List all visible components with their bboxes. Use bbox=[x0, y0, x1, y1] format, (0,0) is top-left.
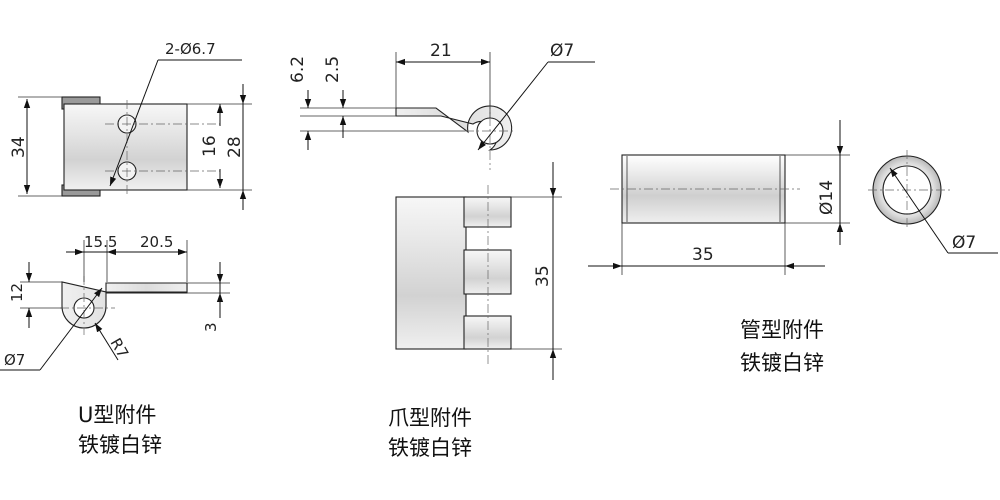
claw-part-front-view bbox=[395, 185, 512, 365]
u-part-front-view bbox=[61, 96, 220, 197]
claw-part-knuckle-middle bbox=[463, 249, 512, 295]
u-part-dim-bore: Ø7 bbox=[4, 351, 25, 369]
claw-part-knuckle-bottom bbox=[463, 315, 512, 350]
claw-part-plate bbox=[395, 196, 467, 350]
claw-part-dim-a: 6.2 bbox=[288, 56, 308, 83]
u-part-side-view bbox=[60, 276, 188, 335]
u-part-dim-hole-spacing: 16 bbox=[200, 135, 220, 157]
claw-part-dim-b: 2.5 bbox=[323, 56, 343, 83]
tube-part-dim-bore: Ø7 bbox=[952, 233, 976, 253]
tube-part-dim-diameter: Ø14 bbox=[817, 180, 837, 215]
tube-part-dim-length: 35 bbox=[692, 245, 714, 265]
tube-part-side-dimensions: Ø14 35 bbox=[588, 120, 850, 275]
tube-part-end-view: Ø7 bbox=[868, 150, 998, 254]
claw-part-caption-line1: 爪型附件 bbox=[388, 406, 472, 430]
u-part-caption-line1: U型附件 bbox=[78, 403, 156, 427]
u-part-dim-height: 34 bbox=[9, 136, 29, 158]
u-part-dim-leg: 20.5 bbox=[140, 233, 173, 251]
claw-part-profile-view bbox=[395, 100, 515, 170]
claw-part-dim-length: 21 bbox=[430, 41, 452, 61]
claw-part-profile-dimensions: 6.2 2.5 21 Ø7 bbox=[288, 41, 595, 151]
u-part-dim-thickness: 3 bbox=[202, 322, 220, 332]
claw-part-dim-bore: Ø7 bbox=[550, 41, 574, 61]
u-part-hole-note: 2-Ø6.7 bbox=[165, 40, 216, 58]
u-part-dim-offset: 15.5 bbox=[84, 233, 117, 251]
claw-part-knuckle-top bbox=[463, 196, 512, 228]
u-part-dim-total: 28 bbox=[225, 136, 245, 158]
u-part-caption-line2: 铁镀白锌 bbox=[78, 433, 162, 457]
tube-part-caption-line1: 管型附件 bbox=[740, 318, 824, 342]
tube-part-caption-line2: 铁镀白锌 bbox=[740, 351, 824, 375]
u-part-dim-radius: R7 bbox=[107, 335, 133, 361]
u-part-side-dimensions: 15.5 20.5 12 3 Ø7 R7 bbox=[0, 233, 230, 371]
u-part-front-dimensions: 34 16 28 2-Ø6.7 bbox=[9, 40, 252, 210]
tube-part-side-view bbox=[610, 154, 800, 224]
claw-part-caption-line2: 铁镀白锌 bbox=[388, 436, 472, 460]
claw-part-front-dimensions: 35 bbox=[511, 162, 562, 380]
claw-part-dim-height: 35 bbox=[533, 265, 553, 287]
u-part-dim-side-height: 12 bbox=[8, 283, 26, 302]
